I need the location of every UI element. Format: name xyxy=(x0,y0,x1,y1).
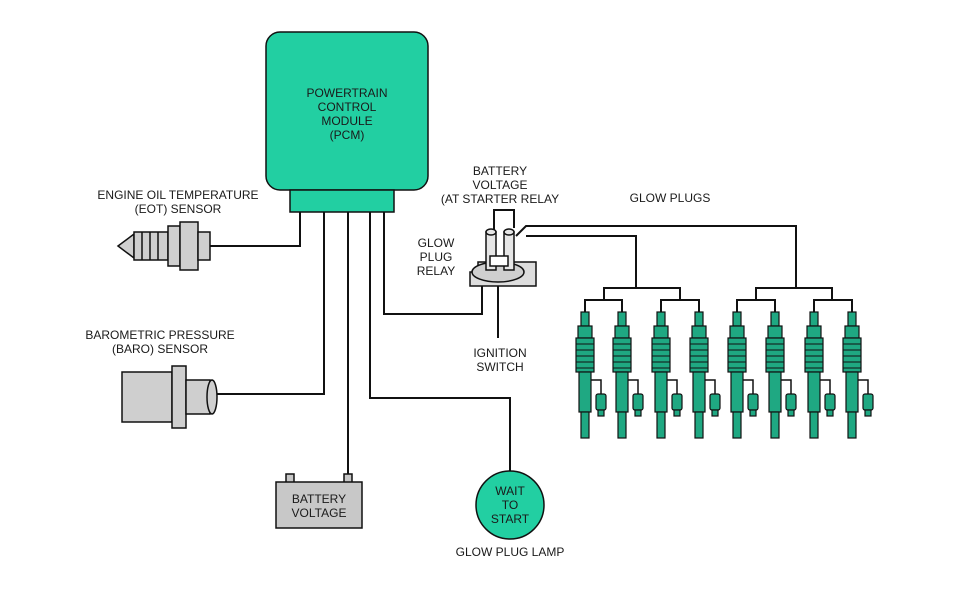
harness-pair-4 xyxy=(813,299,853,312)
harness-left-upper xyxy=(603,287,681,300)
wire-baro xyxy=(216,212,325,395)
glow-plug-3 xyxy=(651,311,683,439)
relay-label: GLOW PLUG RELAY xyxy=(416,236,456,278)
glow-plug-relay-icon xyxy=(469,228,537,287)
glow-plug-7 xyxy=(804,311,836,439)
harness-pair-3 xyxy=(736,299,776,312)
glow-plug-1 xyxy=(575,311,607,439)
relay-supply-label: BATTERY VOLTAGE (AT STARTER RELAY xyxy=(440,164,560,206)
pcm-label: POWERTRAIN CONTROL MODULE (PCM) xyxy=(306,86,388,142)
wire-lamp xyxy=(369,212,511,474)
wire-relay-supply xyxy=(493,209,515,230)
wire-glow-feed xyxy=(515,225,797,288)
wire-eot xyxy=(210,212,301,247)
glow-plug-8 xyxy=(842,311,874,439)
pcm-module xyxy=(265,31,429,213)
eot-sensor-label: ENGINE OIL TEMPERATURE (EOT) SENSOR xyxy=(97,188,259,216)
wire-relay-control xyxy=(383,212,483,315)
harness-right-upper xyxy=(755,287,833,300)
ignition-switch-label: IGNITION SWITCH xyxy=(473,346,527,374)
battery-label: BATTERY VOLTAGE xyxy=(291,492,347,520)
baro-sensor-icon xyxy=(121,365,218,429)
lamp-caption: GLOW PLUG LAMP xyxy=(455,545,565,559)
glow-plugs-group xyxy=(575,311,874,439)
glow-plug-harness xyxy=(584,287,853,312)
battery-icon xyxy=(275,473,363,529)
wire-glow-feed-left xyxy=(526,235,637,288)
eot-sensor-icon xyxy=(116,221,211,271)
glow-plug-4 xyxy=(689,311,721,439)
harness-pair-2 xyxy=(660,299,700,312)
glow-plugs-label: GLOW PLUGS xyxy=(629,191,711,205)
baro-sensor-label: BAROMETRIC PRESSURE (BARO) SENSOR xyxy=(85,328,235,356)
harness-pair-1 xyxy=(584,299,623,312)
glow-plug-lamp-icon xyxy=(475,470,545,540)
wires xyxy=(210,209,853,478)
glow-plug-6 xyxy=(765,311,797,439)
glow-plug-2 xyxy=(612,311,644,439)
glow-plug-5 xyxy=(727,311,759,439)
lamp-text: WAIT TO START xyxy=(490,484,530,526)
